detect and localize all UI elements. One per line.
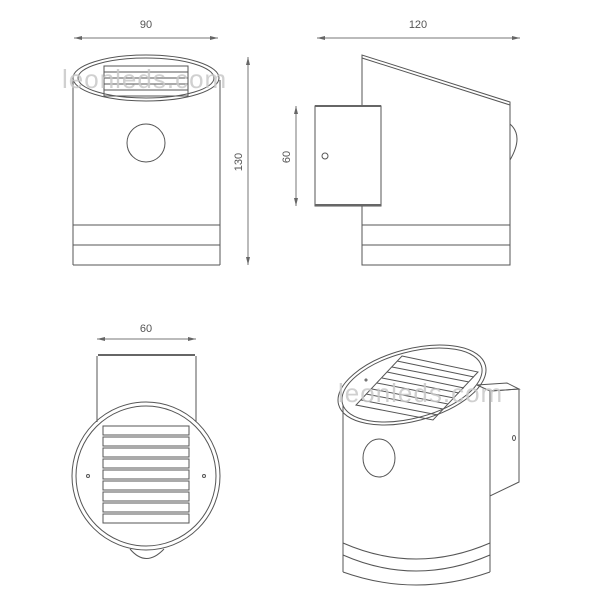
top-rim-outer	[72, 54, 220, 102]
watermark: leonleds.com	[338, 378, 503, 408]
sensor-bump-icon	[129, 548, 165, 559]
side-view: 120 60	[281, 19, 520, 266]
width-label: 90	[140, 19, 152, 31]
isometric-view: leonleds.com	[337, 344, 521, 586]
top-rim-inner	[77, 57, 215, 99]
bracket-top-face	[476, 382, 521, 392]
sensor-bump-icon	[509, 123, 518, 161]
pir-sensor-icon	[126, 123, 166, 163]
solar-panel	[103, 65, 189, 97]
screw-hole-icon	[512, 435, 516, 441]
solar-panel	[102, 425, 190, 524]
band-line-2	[342, 554, 491, 572]
height-label: 130	[233, 153, 245, 171]
arrow-down-icon	[294, 198, 298, 206]
arrow-right-icon	[512, 36, 520, 40]
watermark: leonleds.com	[62, 64, 227, 94]
mount-width-label: 60	[140, 323, 152, 335]
top-rim-outer	[337, 344, 487, 426]
arrow-up-icon	[294, 106, 298, 114]
arrow-left-icon	[317, 36, 325, 40]
front-view: 90 130 leonleds.com	[62, 19, 250, 266]
screw-icon	[86, 474, 90, 478]
arrow-right-icon	[188, 337, 196, 341]
mount-label: 60	[281, 151, 293, 163]
arrow-left-icon	[97, 337, 105, 341]
band-line-1	[342, 542, 491, 560]
screw-icon	[202, 474, 206, 478]
arrow-left-icon	[74, 36, 82, 40]
body-outline	[361, 54, 511, 266]
top-rim-inner	[341, 347, 483, 423]
top-view: 60	[71, 323, 221, 559]
body-outer-circle	[71, 401, 221, 551]
arrow-down-icon	[246, 257, 250, 265]
arrow-up-icon	[246, 57, 250, 65]
solar-panel	[355, 355, 479, 421]
pir-sensor-icon	[362, 438, 396, 478]
solar-top-edge	[361, 57, 511, 106]
screw-hole-icon	[321, 152, 329, 160]
mount-bracket	[314, 105, 382, 207]
body-inner-circle	[75, 405, 217, 547]
depth-label: 120	[409, 19, 427, 31]
screw-icon	[364, 378, 368, 382]
arrow-right-icon	[210, 36, 218, 40]
base-line	[342, 571, 491, 586]
